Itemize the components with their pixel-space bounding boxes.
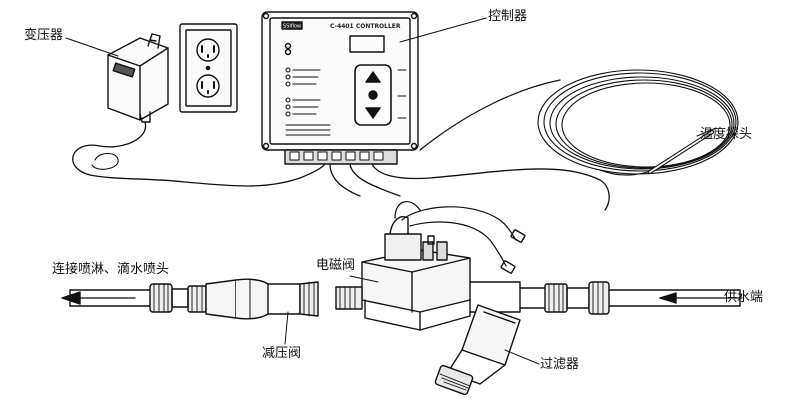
transformer (107, 33, 169, 123)
label-inlet: 供水端 (724, 290, 764, 305)
outlet-pipe (69, 283, 189, 313)
leader-lines (65, 17, 717, 365)
inlet-pipe (519, 281, 741, 315)
label-transformer: 变压器 (24, 28, 64, 43)
label-controller: 控制器 (488, 9, 528, 24)
pressure-reducing-valve (187, 278, 319, 320)
label-temp-probe: 温度探头 (700, 127, 753, 142)
controller-brand: SSIflow (283, 24, 301, 30)
transformer-cable (72, 121, 326, 187)
middle-pipe (335, 286, 363, 310)
wall-outlet (179, 23, 238, 113)
controller-cables (329, 163, 361, 197)
label-pressure-valve: 减压阀 (262, 346, 302, 361)
label-outlet: 连接喷淋、滴水喷头 (52, 262, 170, 277)
label-filter: 过滤器 (540, 357, 580, 372)
label-solenoid-valve: 电磁阀 (316, 258, 356, 273)
controller-model: C-4401 CONTROLLER (330, 23, 401, 30)
solenoid-valve (361, 201, 526, 331)
controller-box (261, 11, 419, 165)
temperature-probe (419, 69, 739, 176)
